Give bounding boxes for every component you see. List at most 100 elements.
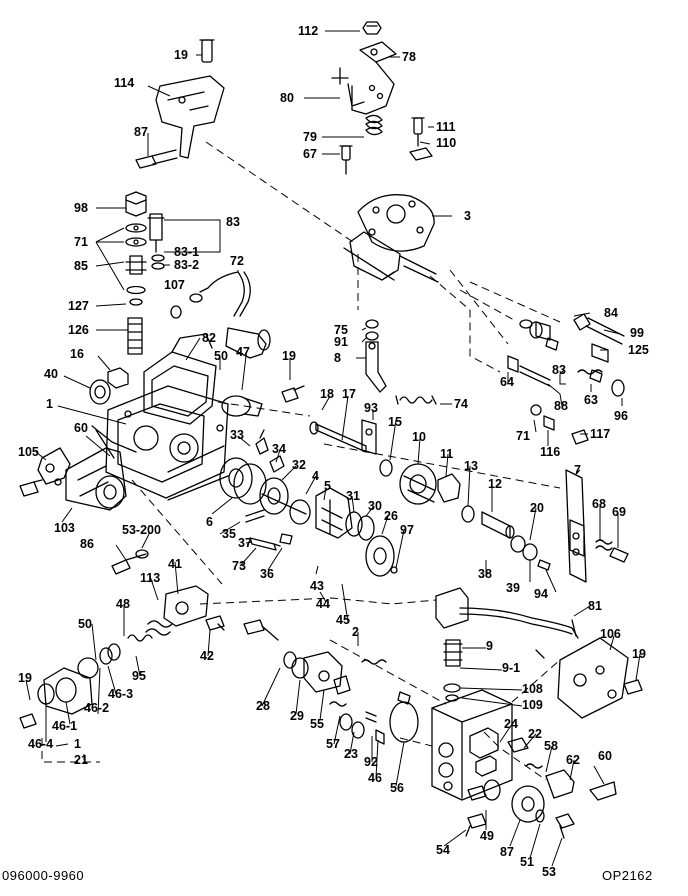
driveshaft-components (219, 429, 398, 577)
part-label: 37 (238, 536, 252, 550)
part-label: 3 (464, 209, 471, 223)
drawing-number: 096000-9960 (2, 868, 85, 883)
part-label: 71 (74, 235, 88, 249)
pipe-assembly (170, 271, 271, 359)
distributor-head (431, 689, 513, 801)
part-label: 54 (436, 843, 450, 857)
part-label: 110 (436, 136, 457, 150)
part-label: 9-1 (502, 661, 521, 675)
part-label: 80 (280, 91, 294, 105)
part-label: 40 (44, 367, 58, 381)
part-label: 72 (230, 254, 244, 268)
part-label: 31 (346, 489, 360, 503)
part-label: 23 (344, 747, 358, 761)
part-label: 48 (116, 597, 130, 611)
part-label: 51 (520, 855, 534, 869)
part-label: 60 (598, 749, 612, 763)
part-label: 26 (384, 509, 398, 523)
part-label: 46-4 (28, 737, 54, 751)
part-label: 96 (614, 409, 628, 423)
part-label: 125 (628, 343, 649, 357)
part-label: 55 (310, 717, 324, 731)
part-label: 79 (303, 130, 317, 144)
part-label: 108 (522, 682, 543, 696)
part-label: 97 (400, 523, 414, 537)
part-label: 1 (46, 397, 53, 411)
part-label: 42 (200, 649, 214, 663)
part-label: 74 (454, 397, 468, 411)
part-label: 81 (588, 599, 602, 613)
control-shaft-parts (309, 395, 551, 571)
part-label: 86 (80, 537, 94, 551)
part-label: 15 (388, 415, 402, 429)
part-label: 127 (68, 299, 89, 313)
bracket-assembly-top (331, 21, 397, 115)
part-label: 19 (18, 671, 32, 685)
part-label: 87 (134, 125, 148, 139)
part-label: 9 (486, 639, 493, 653)
part-label: 83-1 (174, 245, 200, 259)
part-label: 46-2 (84, 701, 110, 715)
part-label: 22 (528, 727, 542, 741)
part-label: 117 (590, 427, 611, 441)
part-label: 19 (282, 349, 296, 363)
part-label: 50 (78, 617, 92, 631)
part-label: 50 (214, 349, 228, 363)
part-label: 13 (464, 459, 478, 473)
part-label: 91 (334, 335, 348, 349)
part-label: 56 (390, 781, 404, 795)
part-label: 16 (70, 347, 84, 361)
solenoid-and-plate (435, 587, 643, 839)
part-label: 5 (324, 479, 331, 493)
part-label: 126 (68, 323, 89, 337)
governor-cover-assembly (339, 114, 439, 283)
feed-pump-assembly (19, 425, 149, 575)
part-label: 58 (544, 739, 558, 753)
part-label: 49 (480, 829, 494, 843)
part-label: 46 (368, 771, 382, 785)
part-label: 98 (74, 201, 88, 215)
distributor-head-parts (243, 619, 419, 745)
part-label: 88 (554, 399, 568, 413)
part-label: 2 (352, 625, 359, 639)
part-label: 111 (436, 120, 456, 134)
page-code: OP2162 (602, 868, 653, 883)
part-label: 83 (226, 215, 240, 229)
part-label: 19 (632, 647, 646, 661)
part-label: 47 (236, 345, 250, 359)
part-label: 44 (316, 597, 330, 611)
part-label: 19 (174, 48, 188, 62)
part-label: 62 (566, 753, 580, 767)
part-label: 43 (310, 579, 324, 593)
part-label: 60 (74, 421, 88, 435)
part-label: 107 (164, 278, 185, 292)
part-label: 99 (630, 326, 644, 340)
part-label: 73 (232, 559, 246, 573)
part-label: 103 (54, 521, 75, 535)
part-label: 30 (368, 499, 382, 513)
part-label: 57 (326, 737, 340, 751)
part-label: 83 (552, 363, 566, 377)
part-label: 36 (260, 567, 274, 581)
part-label: 63 (584, 393, 598, 407)
part-label: 84 (604, 306, 618, 320)
part-label: 53-200 (122, 523, 161, 537)
part-label: 68 (592, 497, 606, 511)
part-label: 18 (320, 387, 334, 401)
part-label: 112 (298, 24, 319, 38)
part-label: 78 (402, 50, 416, 64)
part-label: 46-3 (108, 687, 134, 701)
part-label: 11 (440, 447, 454, 461)
part-label: 35 (222, 527, 236, 541)
part-label: 10 (412, 430, 426, 444)
pump-housing (105, 333, 229, 501)
part-label: 34 (272, 442, 286, 456)
part-label: 114 (114, 76, 135, 90)
part-label: 46-1 (52, 719, 78, 733)
body-small-parts (89, 367, 305, 417)
part-label: 53 (542, 865, 556, 879)
part-label: 106 (600, 627, 621, 641)
part-label: 92 (364, 755, 378, 769)
part-label: 83-2 (174, 258, 200, 272)
